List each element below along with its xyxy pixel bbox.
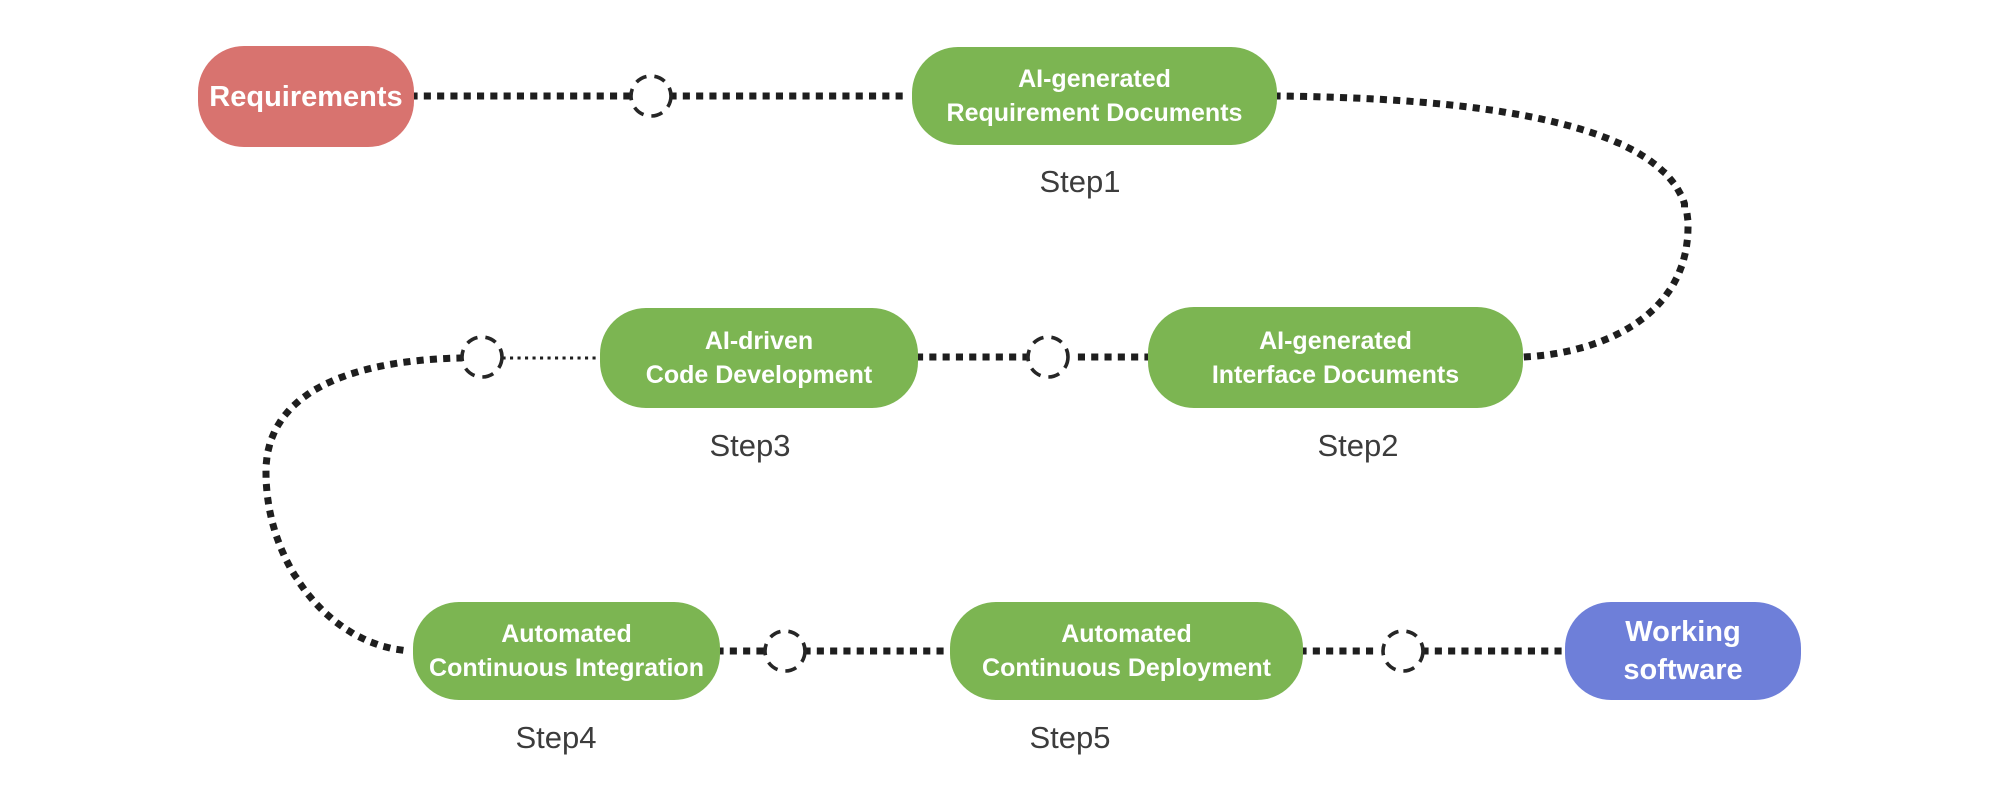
node-automated-continuous-deployment: Automated Continuous Deployment — [950, 602, 1303, 700]
node-working-software: Working software — [1565, 602, 1801, 700]
waypoint-circle-icon-4 — [763, 629, 807, 673]
node-ai-generated-interface-documents: AI-generated Interface Documents — [1148, 307, 1523, 408]
node-label-line: software — [1623, 654, 1743, 686]
node-label-line: Continuous Deployment — [982, 654, 1271, 682]
node-requirements: Requirements — [198, 46, 414, 147]
waypoint-circle-icon-1 — [629, 74, 673, 118]
waypoint-circle-icon-5 — [1381, 629, 1425, 673]
node-label-line: Working — [1625, 616, 1741, 648]
node-label-line: Code Development — [645, 361, 873, 389]
waypoint-circle-icon-3 — [460, 335, 504, 379]
node-label-line: Automated — [1061, 620, 1192, 648]
connector-curve-left — [262, 354, 464, 655]
node-ai-generated-requirement-documents: AI-generated Requirement Documents — [912, 47, 1277, 145]
step-label-5: Step5 — [1029, 720, 1111, 755]
node-label-line: Automated — [501, 620, 632, 648]
connector-curve-right — [1273, 92, 1692, 361]
step-label-3: Step3 — [709, 428, 791, 463]
node-label-line: Requirement Documents — [946, 99, 1243, 127]
step-label-2: Step2 — [1317, 428, 1399, 463]
waypoint-circle-icon-2 — [1026, 335, 1070, 379]
node-ai-driven-code-development: AI-driven Code Development — [600, 308, 918, 408]
node-requirements-label: Requirements — [209, 80, 403, 113]
node-label-line: Interface Documents — [1211, 360, 1460, 389]
node-label-line: AI-generated — [1018, 65, 1171, 93]
node-label-line: AI-driven — [704, 327, 814, 355]
step-label-4: Step4 — [515, 720, 597, 755]
node-automated-continuous-integration: Automated Continuous Integration — [413, 602, 720, 700]
step-label-1: Step1 — [1039, 164, 1121, 199]
node-label-line: AI-generated — [1259, 326, 1412, 355]
node-label-line: Continuous Integration — [429, 654, 704, 682]
